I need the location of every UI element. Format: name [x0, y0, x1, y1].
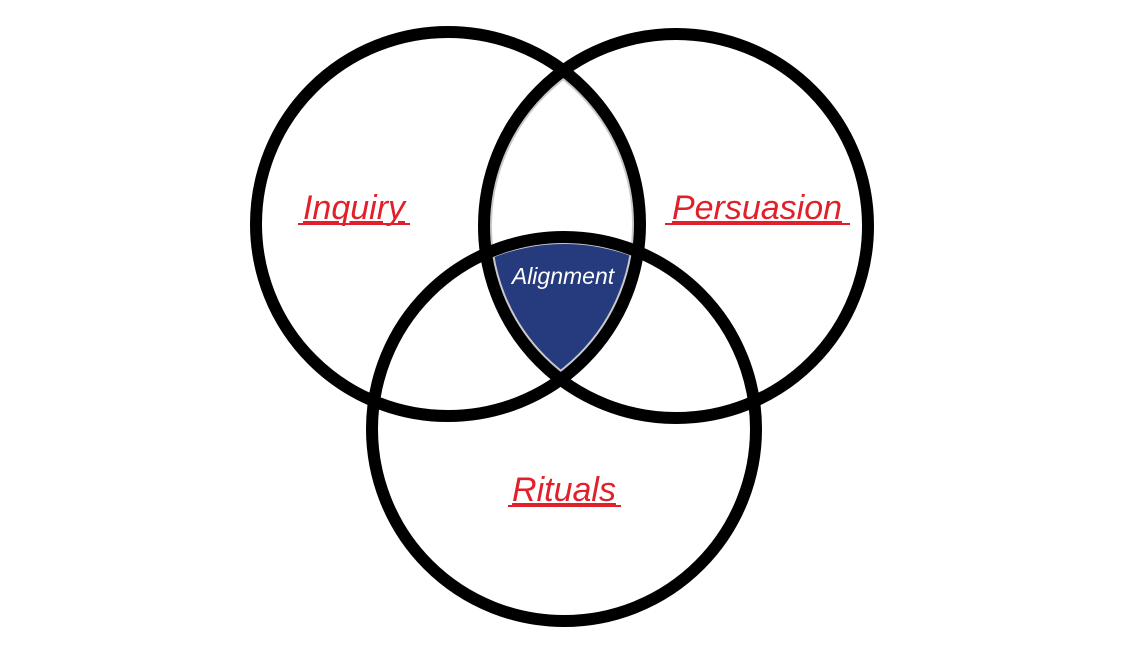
- label-rituals[interactable]: Rituals: [512, 471, 616, 509]
- circle-inquiry: [250, 26, 646, 422]
- label-persuasion[interactable]: Persuasion: [672, 189, 842, 227]
- label-alignment: Alignment: [510, 263, 616, 289]
- circle-rituals: [366, 231, 762, 627]
- label-inquiry[interactable]: Inquiry: [303, 189, 407, 227]
- circle-persuasion: [478, 28, 874, 424]
